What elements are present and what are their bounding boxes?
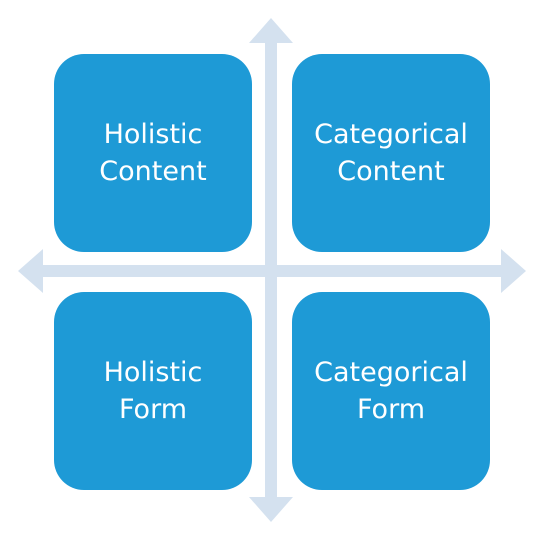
quadrant-holistic-form: Holistic Form: [54, 292, 252, 490]
quadrant-label-line-1: Holistic: [103, 357, 203, 388]
quadrant-label-line-1: Categorical: [314, 357, 468, 388]
quadrant-holistic-content: Holistic Content: [54, 54, 252, 252]
quadrant-label-line-2: Content: [99, 156, 207, 187]
quadrant-label-line-1: Categorical: [314, 119, 468, 150]
horizontal-axis-arrow: [18, 249, 526, 293]
quadrant-label: Categorical Form: [314, 354, 468, 428]
quadrant-label-line-2: Form: [118, 394, 187, 425]
quadrant-label-line-1: Holistic: [103, 119, 203, 150]
quadrant-label: Holistic Form: [104, 354, 203, 428]
quadrant-label-line-2: Form: [356, 394, 425, 425]
quadrant-categorical-content: Categorical Content: [292, 54, 490, 252]
quadrant-categorical-form: Categorical Form: [292, 292, 490, 490]
quadrant-label-line-2: Content: [337, 156, 445, 187]
quadrant-label: Categorical Content: [314, 116, 468, 190]
quadrant-label: Holistic Content: [99, 116, 206, 190]
